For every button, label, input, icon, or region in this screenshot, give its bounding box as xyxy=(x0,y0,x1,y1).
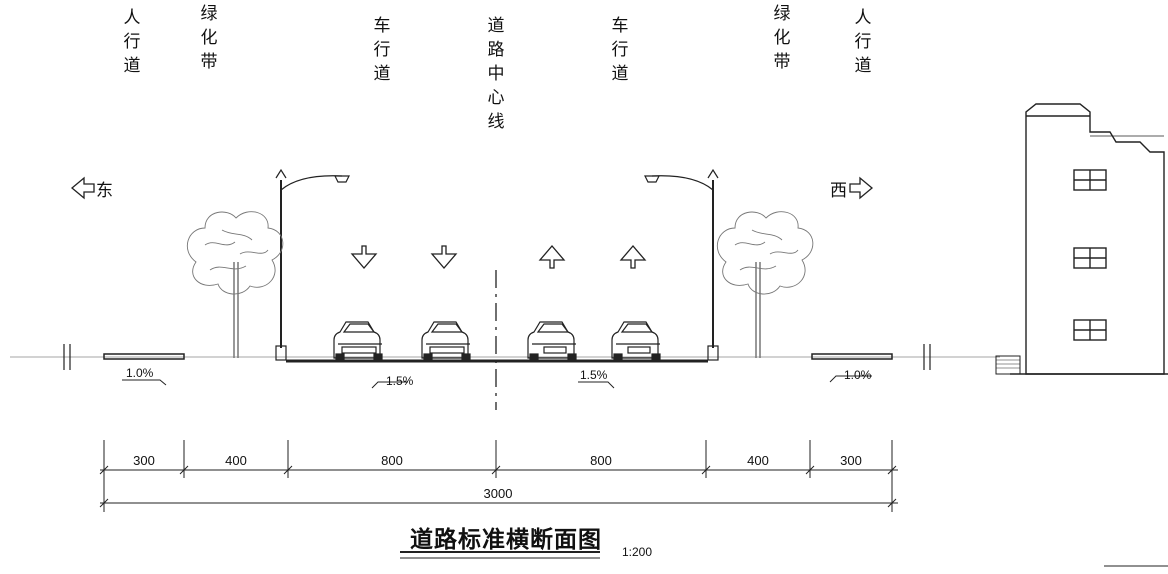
car-front-icon xyxy=(333,321,383,360)
slope-label-right-road: 1.5% xyxy=(580,368,608,382)
arrow-east-icon xyxy=(70,176,95,200)
dimension-label: 300 xyxy=(133,453,155,468)
dimension-label: 800 xyxy=(381,453,403,468)
arrow-down-icon xyxy=(350,245,378,269)
arrow-up-icon xyxy=(619,245,647,269)
direction-east-label: 东 xyxy=(96,181,113,201)
slope-arrow-icon xyxy=(122,379,167,386)
label-centerline: 道 路 中 心 线 xyxy=(487,16,505,132)
label-sidewalk-left: 人 行 道 xyxy=(123,8,141,76)
arrow-down-icon xyxy=(430,245,458,269)
right-sidewalk-slab xyxy=(811,353,893,360)
label-lane-right: 车 行 道 xyxy=(611,16,629,84)
car-rear-icon xyxy=(527,321,577,360)
slope-label-left-sidewalk: 1.0% xyxy=(126,366,154,380)
slope-arrow-icon xyxy=(829,375,872,383)
dimension-label: 300 xyxy=(840,453,862,468)
building-elevation xyxy=(995,103,1168,375)
street-lamp-left xyxy=(275,168,350,348)
slope-label-right-sidewalk: 1.0% xyxy=(844,368,872,382)
drawing-scale: 1:200 xyxy=(622,545,653,559)
slope-arrow-icon xyxy=(371,381,408,389)
left-sidewalk-slab xyxy=(103,353,185,360)
arrow-west-icon xyxy=(849,176,874,200)
slope-arrow-icon xyxy=(578,381,615,389)
dimension-label: 400 xyxy=(747,453,769,468)
arrow-up-icon xyxy=(538,245,566,269)
car-front-icon xyxy=(421,321,471,360)
slope-label-left-road: 1.5% xyxy=(386,374,414,388)
street-lamp-right xyxy=(644,168,719,348)
dimension-total-label: 3000 xyxy=(483,486,513,501)
label-sidewalk-right: 人 行 道 xyxy=(854,8,872,76)
label-greenbelt-right: 绿 化 带 xyxy=(773,4,791,72)
label-greenbelt-left: 绿 化 带 xyxy=(200,4,218,72)
direction-west-label: 西 xyxy=(830,181,847,201)
dimension-label: 800 xyxy=(590,453,612,468)
dimension-lines xyxy=(99,440,898,512)
tree-right xyxy=(716,211,814,358)
dimension-label: 400 xyxy=(225,453,247,468)
label-lane-left: 车 行 道 xyxy=(373,16,391,84)
drawing-title: 道路标准横断面图 xyxy=(410,527,602,553)
tree-left xyxy=(186,211,284,358)
car-rear-icon xyxy=(611,321,661,360)
